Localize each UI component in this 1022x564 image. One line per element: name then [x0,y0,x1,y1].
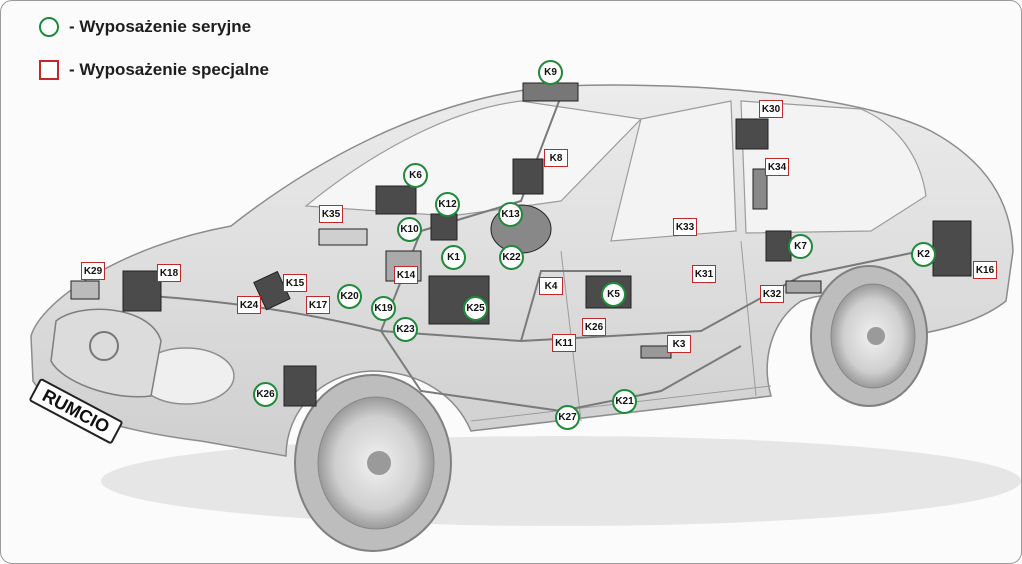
front-side-window [610,100,737,242]
callout-K30: K30 [759,100,783,118]
callout-K12: K12 [435,192,460,217]
legend-special: - Wyposażenie specjalne [39,60,269,80]
callout-K8: K8 [544,149,568,167]
module-K18 [122,270,162,312]
rear-side-window [740,100,927,234]
callout-K21: K21 [612,389,637,414]
callout-K22: K22 [499,245,524,270]
callout-K13: K13 [498,202,523,227]
callout-K35: K35 [319,205,343,223]
callout-K26-special: K26 [582,318,606,336]
front-wheel [294,374,452,552]
door-line [740,240,757,397]
callout-K10: K10 [397,217,422,242]
callout-K1: K1 [441,245,466,270]
callout-K6: K6 [403,163,428,188]
module-K29 [70,280,100,300]
callout-K27: K27 [555,405,580,430]
callout-K33: K33 [673,218,697,236]
module-K34 [752,168,768,210]
legend-special-label: - Wyposażenie specjalne [69,60,269,79]
callout-K25: K25 [463,296,488,321]
callout-K34: K34 [765,158,789,176]
module-K12 [430,213,458,241]
legend-circle-icon [39,17,59,37]
car-shadow [101,436,1021,526]
callout-K3: K3 [667,335,691,353]
module-K30 [735,118,769,150]
callout-K15: K15 [283,274,307,292]
callout-K11: K11 [552,334,576,352]
legend-serial: - Wyposażenie seryjne [39,17,251,37]
callout-K24: K24 [237,296,261,314]
module-K26-front [283,365,317,407]
module-K35 [318,228,368,246]
legend-serial-label: - Wyposażenie seryjne [69,17,252,36]
callout-K7: K7 [788,234,813,259]
hood-emblem-icon [89,331,119,361]
callout-K19: K19 [371,296,396,321]
callout-K9: K9 [538,60,563,85]
callout-K5: K5 [601,282,626,307]
rear-wheel [810,265,928,407]
callout-K16: K16 [973,261,997,279]
callout-K23: K23 [393,317,418,342]
module-K32 [785,280,822,294]
callout-K18: K18 [157,264,181,282]
callout-K4: K4 [539,277,563,295]
module-K9 [522,82,579,102]
legend-square-icon [39,60,59,80]
grille [50,308,162,398]
callout-K20: K20 [337,284,362,309]
module-K2 [932,220,972,277]
callout-K32: K32 [760,285,784,303]
callout-K2: K2 [911,242,936,267]
callout-K17: K17 [306,296,330,314]
callout-K26-serial: K26 [253,382,278,407]
module-K6 [375,185,417,215]
callout-K31: K31 [692,265,716,283]
callout-K29: K29 [81,262,105,280]
module-K8 [512,158,544,195]
callout-K14: K14 [394,266,418,284]
